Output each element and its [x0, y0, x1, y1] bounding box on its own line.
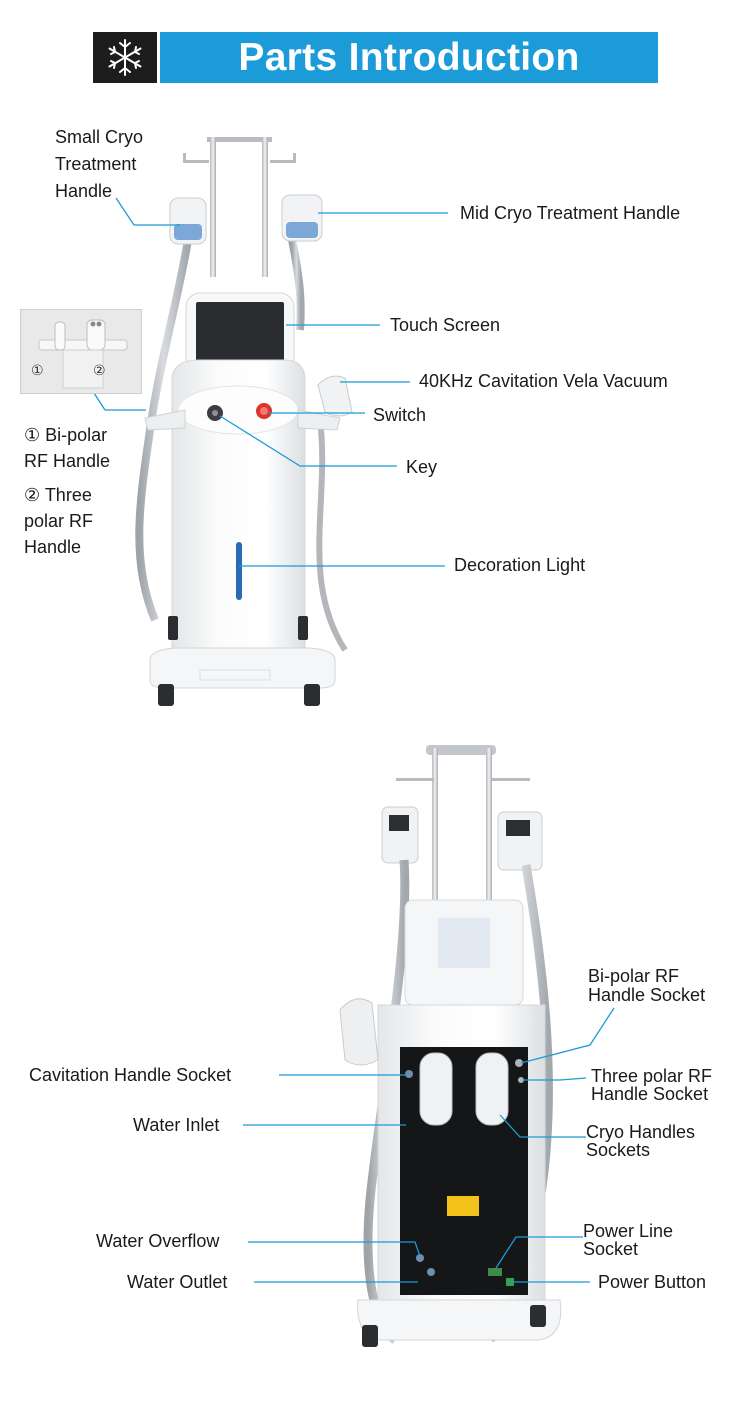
rf-handles-inset: ① ② [20, 309, 142, 394]
label-power-line-line1: Power Line [583, 1221, 674, 1241]
front-leader-lines [115, 197, 448, 567]
label-threepolar-line1: ② Three [24, 485, 92, 505]
snowflake-icon [108, 39, 142, 76]
label-threepolar-socket-line1: Three polar RF [591, 1066, 713, 1086]
back-leader-lines [243, 1007, 615, 1283]
label-small-cryo-line3: Handle [55, 181, 113, 201]
header-bar: Parts Introduction [160, 32, 658, 83]
label-power-line-line2: Socket [583, 1239, 639, 1259]
page-title: Parts Introduction [238, 35, 580, 79]
label-touch-screen: Touch Screen [390, 315, 501, 335]
front-machine [135, 137, 353, 706]
label-bipolar-line1: ① Bi-polar [24, 425, 108, 445]
label-decoration-light: Decoration Light [454, 555, 586, 575]
label-small-cryo-line2: Treatment [55, 154, 137, 174]
label-water-overflow: Water Overflow [96, 1231, 220, 1251]
label-switch: Switch [373, 405, 427, 425]
label-threepolar-socket-line2: Handle Socket [591, 1084, 709, 1104]
label-cavitation-vacuum: 40KHz Cavitation Vela Vacuum [419, 371, 668, 391]
label-water-outlet: Water Outlet [127, 1272, 228, 1292]
inset-number-1: ① [31, 362, 44, 378]
label-small-cryo-line1: Small Cryo [55, 127, 144, 147]
label-power-button: Power Button [598, 1272, 707, 1292]
label-threepolar-line3: Handle [24, 537, 82, 557]
label-bipolar-line2: RF Handle [24, 451, 111, 471]
rf-handles-photo [38, 319, 128, 389]
label-cryo-sockets-line2: Sockets [586, 1140, 651, 1160]
label-mid-cryo-handle: Mid Cryo Treatment Handle [460, 203, 681, 223]
label-bipolar-socket-line1: Bi-polar RF [588, 966, 680, 986]
label-bipolar-socket-line2: Handle Socket [588, 985, 706, 1005]
label-cryo-sockets-line1: Cryo Handles [586, 1122, 696, 1142]
back-machine [339, 745, 562, 1347]
label-water-inlet: Water Inlet [133, 1115, 220, 1135]
label-threepolar-line2: polar RF [24, 511, 94, 531]
inset-number-2: ② [93, 362, 106, 378]
header-icon-box [93, 32, 157, 83]
label-cavitation-socket: Cavitation Handle Socket [29, 1065, 232, 1085]
label-key: Key [406, 457, 438, 477]
